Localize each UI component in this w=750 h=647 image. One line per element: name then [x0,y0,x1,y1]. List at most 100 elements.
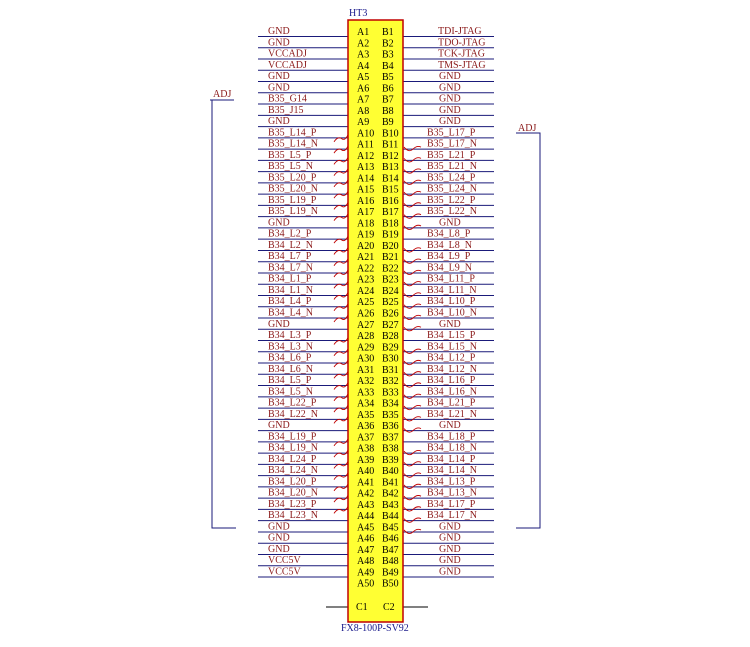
net-label-B33: B34_L16_N [427,386,477,397]
net-label-B24: B34_L11_N [427,285,477,296]
net-label-B12: B35_L21_P [427,150,476,161]
pin-number-A24: A24 [357,286,374,297]
pair-mark-B24 [403,292,422,298]
net-label-A34: B34_L22_P [268,398,317,409]
net-label-B37: B34_L18_P [427,431,476,442]
pair-mark-B41 [403,483,422,489]
net-label-A13: B35_L5_N [268,161,313,172]
pair-mark-B29 [403,348,422,354]
net-label-B20: B34_L8_N [427,240,472,251]
pair-mark-B44 [403,517,422,523]
pair-mark-A12 [333,157,349,165]
net-label-A38: B34_L19_N [268,443,318,454]
pin-number-B22: B22 [382,263,399,274]
net-label-B2: TDO-JTAG [438,37,486,48]
net-label-B1: TDI-JTAG [438,26,482,37]
net-label-B17: B35_L22_N [427,206,477,217]
net-label-B21: B34_L9_P [427,251,471,262]
pin-number-B11: B11 [382,140,398,151]
net-label-B30: B34_L12_P [427,353,476,364]
net-label-B3: TCK-JTAG [438,49,485,60]
adj-buses: ADJ ADJ [210,89,541,529]
pair-mark-A29 [333,348,349,357]
pin-number-B38: B38 [382,444,399,455]
net-label-A10: B35_L14_P [268,127,317,138]
pin-number-A18: A18 [357,218,374,229]
pin-number-B35: B35 [382,410,399,421]
pin-number-B26: B26 [382,309,399,320]
net-label-A39: B34_L24_P [268,454,317,465]
pair-mark-A14 [333,179,349,188]
pin-number-A39: A39 [357,455,374,466]
pin-number-B7: B7 [382,95,394,106]
pin-number-B18: B18 [382,218,399,229]
pin-number-A27: A27 [357,320,374,331]
pin-number-A5: A5 [357,72,369,83]
pin-number-B37: B37 [382,432,399,443]
pin-number-B1: B1 [382,27,394,38]
pin-number-A45: A45 [357,522,374,533]
net-label-B28: B34_L15_P [427,330,476,341]
pair-mark-B15 [403,191,422,197]
pair-mark-A24 [333,292,349,300]
net-label-A25: B34_L4_P [268,296,312,307]
net-label-B7: GND [439,94,461,105]
pair-mark-B22 [403,269,422,276]
pin-number-A8: A8 [357,106,369,117]
net-label-A37: B34_L19_P [268,431,317,442]
pair-mark-A19 [333,235,349,244]
refdes-label: HT3 [349,8,367,19]
pin-number-B19: B19 [382,230,399,241]
net-label-B25: B34_L10_P [427,296,476,307]
pin-number-A32: A32 [357,376,374,387]
pair-mark-A40 [333,472,349,480]
net-label-A36: GND [268,420,290,431]
pin-number-B6: B6 [382,83,394,94]
pin-number-A25: A25 [357,297,374,308]
pin-number-B33: B33 [382,387,399,398]
pin-number-A20: A20 [357,241,374,252]
pin-number-B28: B28 [382,331,399,342]
pair-mark-B30 [403,359,422,366]
net-label-B36: GND [439,420,461,431]
pin-number-A4: A4 [357,61,369,72]
pair-mark-B38 [403,450,422,456]
net-label-B8: GND [439,105,461,116]
net-label-A26: B34_L4_N [268,308,313,319]
net-label-B35: B34_L21_N [427,409,477,420]
pin-number-A7: A7 [357,95,369,106]
pair-mark-A33 [333,393,349,402]
pair-mark-A28 [333,337,349,345]
net-label-A41: B34_L20_P [268,476,317,487]
pair-mark-A17 [333,213,349,221]
pin-number-A16: A16 [357,196,374,207]
net-label-A15: B35_L20_N [268,184,318,195]
pin-number-A34: A34 [357,399,374,410]
net-label-A20: B34_L2_N [268,240,313,251]
pin-number-A49: A49 [357,567,374,578]
pin-number-A48: A48 [357,556,374,567]
pin-number-A2: A2 [357,38,369,49]
pair-mark-A20 [333,247,349,255]
net-label-A31: B34_L6_N [268,364,313,375]
pin-number-B3: B3 [382,50,394,61]
pin-number-B36: B36 [382,421,399,432]
pin-number-B34: B34 [382,399,399,410]
net-label-A30: B34_L6_P [268,353,312,364]
pin-number-A13: A13 [357,162,374,173]
pin-number-B50: B50 [382,579,399,590]
net-label-B29: B34_L15_N [427,341,477,352]
net-label-A23: B34_L1_P [268,274,312,285]
pin-number-B20: B20 [382,241,399,252]
pin-number-B47: B47 [382,545,399,556]
pin-number-B2: B2 [382,38,394,49]
net-label-B9: GND [439,116,461,127]
net-label-B47: GND [439,544,461,555]
pair-mark-B12 [403,157,422,163]
net-label-B19: B34_L8_P [427,229,471,240]
pin-number-B43: B43 [382,500,399,511]
pin-number-A9: A9 [357,117,369,128]
net-label-A12: B35_L5_P [268,150,312,161]
